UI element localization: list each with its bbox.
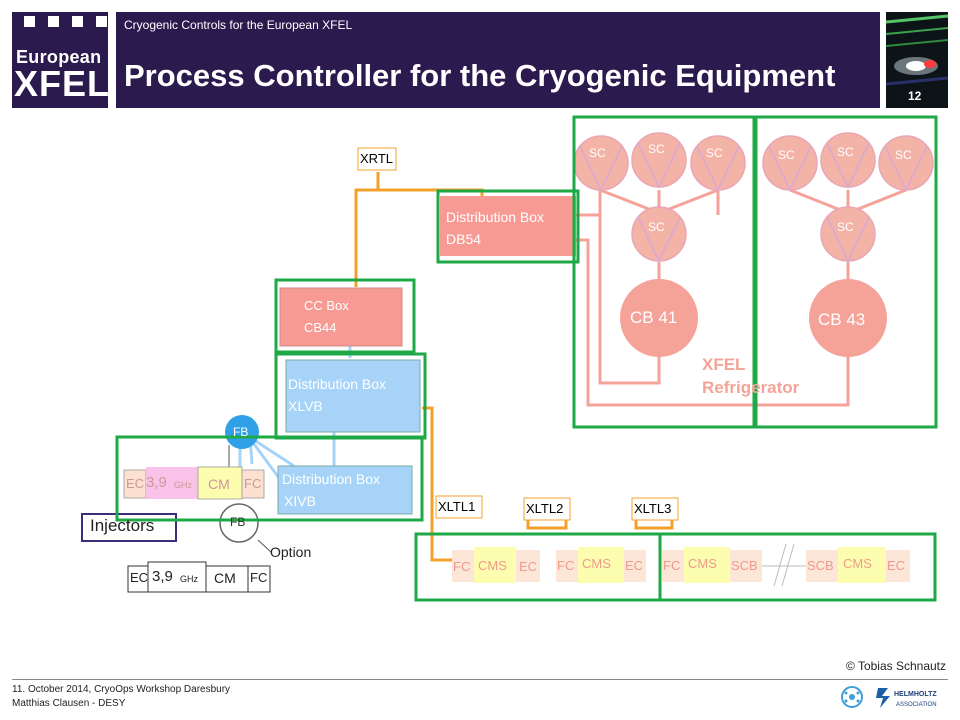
- xlvb-label: XLVB: [288, 398, 323, 414]
- cb41-label: CB 41: [630, 308, 678, 327]
- sc-label: SC: [706, 146, 723, 160]
- fb-label: FB: [230, 515, 246, 529]
- sc-compressor: [820, 132, 876, 189]
- logo-square: [48, 16, 59, 27]
- logo-square: [24, 16, 35, 27]
- sc-compressor: [820, 206, 876, 263]
- distribution-box-xivb: [277, 465, 413, 515]
- european-xfel-logo: [12, 12, 108, 108]
- svg-text:ASSOCIATION: ASSOCIATION: [896, 702, 937, 708]
- sc-label: SC: [837, 220, 854, 234]
- option-module-row: [127, 561, 271, 593]
- feed-box-fb-option: [219, 503, 259, 543]
- xrtl-label-box: [357, 147, 397, 171]
- helmholtz-logo: HELMHOLTZ ASSOCIATION: [876, 688, 937, 708]
- xltl2-label-box: [523, 497, 571, 521]
- linac-module-strip: [452, 543, 910, 587]
- refrigerator-piping: [576, 188, 907, 407]
- fb-label: FB: [233, 425, 249, 439]
- sc-compressor: [631, 132, 687, 189]
- header-bar: [116, 12, 880, 108]
- feed-box-fb: [225, 415, 259, 449]
- footer-divider: [12, 679, 948, 680]
- xivb-label: XIVB: [284, 493, 316, 509]
- ec-label: EC: [519, 559, 538, 574]
- scb-label: SCB: [731, 558, 758, 573]
- db54-label: DB54: [446, 231, 482, 247]
- cb43-label: CB 43: [818, 310, 866, 329]
- sc-compressor: [690, 135, 746, 192]
- xltl3-label: XLTL3: [634, 501, 672, 516]
- option-piping: [228, 445, 273, 554]
- desy-logo: [841, 686, 863, 708]
- sc-label: SC: [895, 148, 912, 162]
- fc-label: FC: [453, 559, 471, 574]
- xlvb-label: Distribution Box: [288, 376, 387, 392]
- cm-label: CM: [208, 476, 230, 492]
- cms-label: CMS: [688, 556, 717, 571]
- xivb-label: Distribution Box: [282, 471, 381, 487]
- option-label: Option: [270, 544, 312, 560]
- distribution-box-xlvb: [285, 359, 421, 433]
- cold-box-cb43: [809, 279, 887, 357]
- fc-label: FC: [244, 476, 262, 491]
- xltl3-label-box: [631, 497, 679, 521]
- page-number: 12: [908, 89, 922, 103]
- xltl2-label: XLTL2: [526, 501, 564, 516]
- ec-label: EC: [130, 570, 149, 585]
- ghz-unit: GHz: [174, 480, 192, 490]
- logo-square: [96, 16, 107, 27]
- cms-label: CMS: [582, 556, 611, 571]
- footer-author: Matthias Clausen - DESY: [12, 698, 126, 709]
- ccbox-label: CB44: [304, 320, 337, 335]
- sc-compressor: [573, 135, 629, 192]
- ec-label: EC: [126, 476, 145, 491]
- sc-compressor: [631, 206, 687, 263]
- ghz-unit: GHz: [180, 574, 198, 584]
- svg-text:HELMHOLTZ: HELMHOLTZ: [894, 691, 937, 698]
- sc-label: SC: [648, 142, 665, 156]
- injector-module-row: [123, 466, 265, 500]
- ccbox-label: CC Box: [304, 298, 349, 313]
- ec-label: EC: [625, 558, 644, 573]
- ec-label: EC: [887, 558, 906, 573]
- sc-compressor: [762, 135, 818, 192]
- injectors-label: Injectors: [90, 516, 155, 535]
- logo-text-european: European: [16, 47, 102, 67]
- cms-label: CMS: [843, 556, 872, 571]
- ghz-value: 3,9: [152, 568, 173, 585]
- xltl1-label: XLTL1: [438, 499, 476, 514]
- refrigerator-label: Refrigerator: [702, 378, 800, 397]
- scb-label: SCB: [807, 558, 834, 573]
- logo-square: [72, 16, 83, 27]
- xltl1-label-box: [435, 495, 483, 519]
- copyright-text: © Tobias Schnautz: [845, 659, 946, 673]
- distribution-box-db54: [440, 196, 576, 256]
- db54-label: Distribution Box: [446, 209, 545, 225]
- header-photo: [886, 12, 948, 108]
- sc-label: SC: [648, 220, 665, 234]
- cold-box-cb41: [620, 279, 698, 357]
- sc-compressor: [878, 135, 934, 192]
- sc-label: SC: [778, 148, 795, 162]
- cc-box-cb44: [279, 287, 403, 347]
- ghz-value: 3,9: [146, 474, 167, 491]
- fc-label: FC: [250, 570, 268, 585]
- page-title: Process Controller for the Cryogenic Equ…: [124, 58, 836, 93]
- logo-text-xfel: XFEL: [14, 63, 111, 104]
- sc-label: SC: [837, 145, 854, 159]
- xrtl-label: XRTL: [360, 151, 393, 166]
- fc-label: FC: [663, 558, 681, 573]
- process-controller-frames: [115, 115, 938, 602]
- sc-label: SC: [589, 146, 606, 160]
- fc-label: FC: [557, 558, 575, 573]
- footer-date-event: 11. October 2014, CryoOps Workshop Dares…: [12, 684, 231, 695]
- cm-label: CM: [214, 570, 236, 586]
- cms-label: CMS: [478, 558, 507, 573]
- footer-logos: HELMHOLTZ ASSOCIATION: [841, 686, 937, 708]
- header-subtitle: Cryogenic Controls for the European XFEL: [124, 18, 353, 32]
- refrigerator-label: XFEL: [702, 355, 746, 374]
